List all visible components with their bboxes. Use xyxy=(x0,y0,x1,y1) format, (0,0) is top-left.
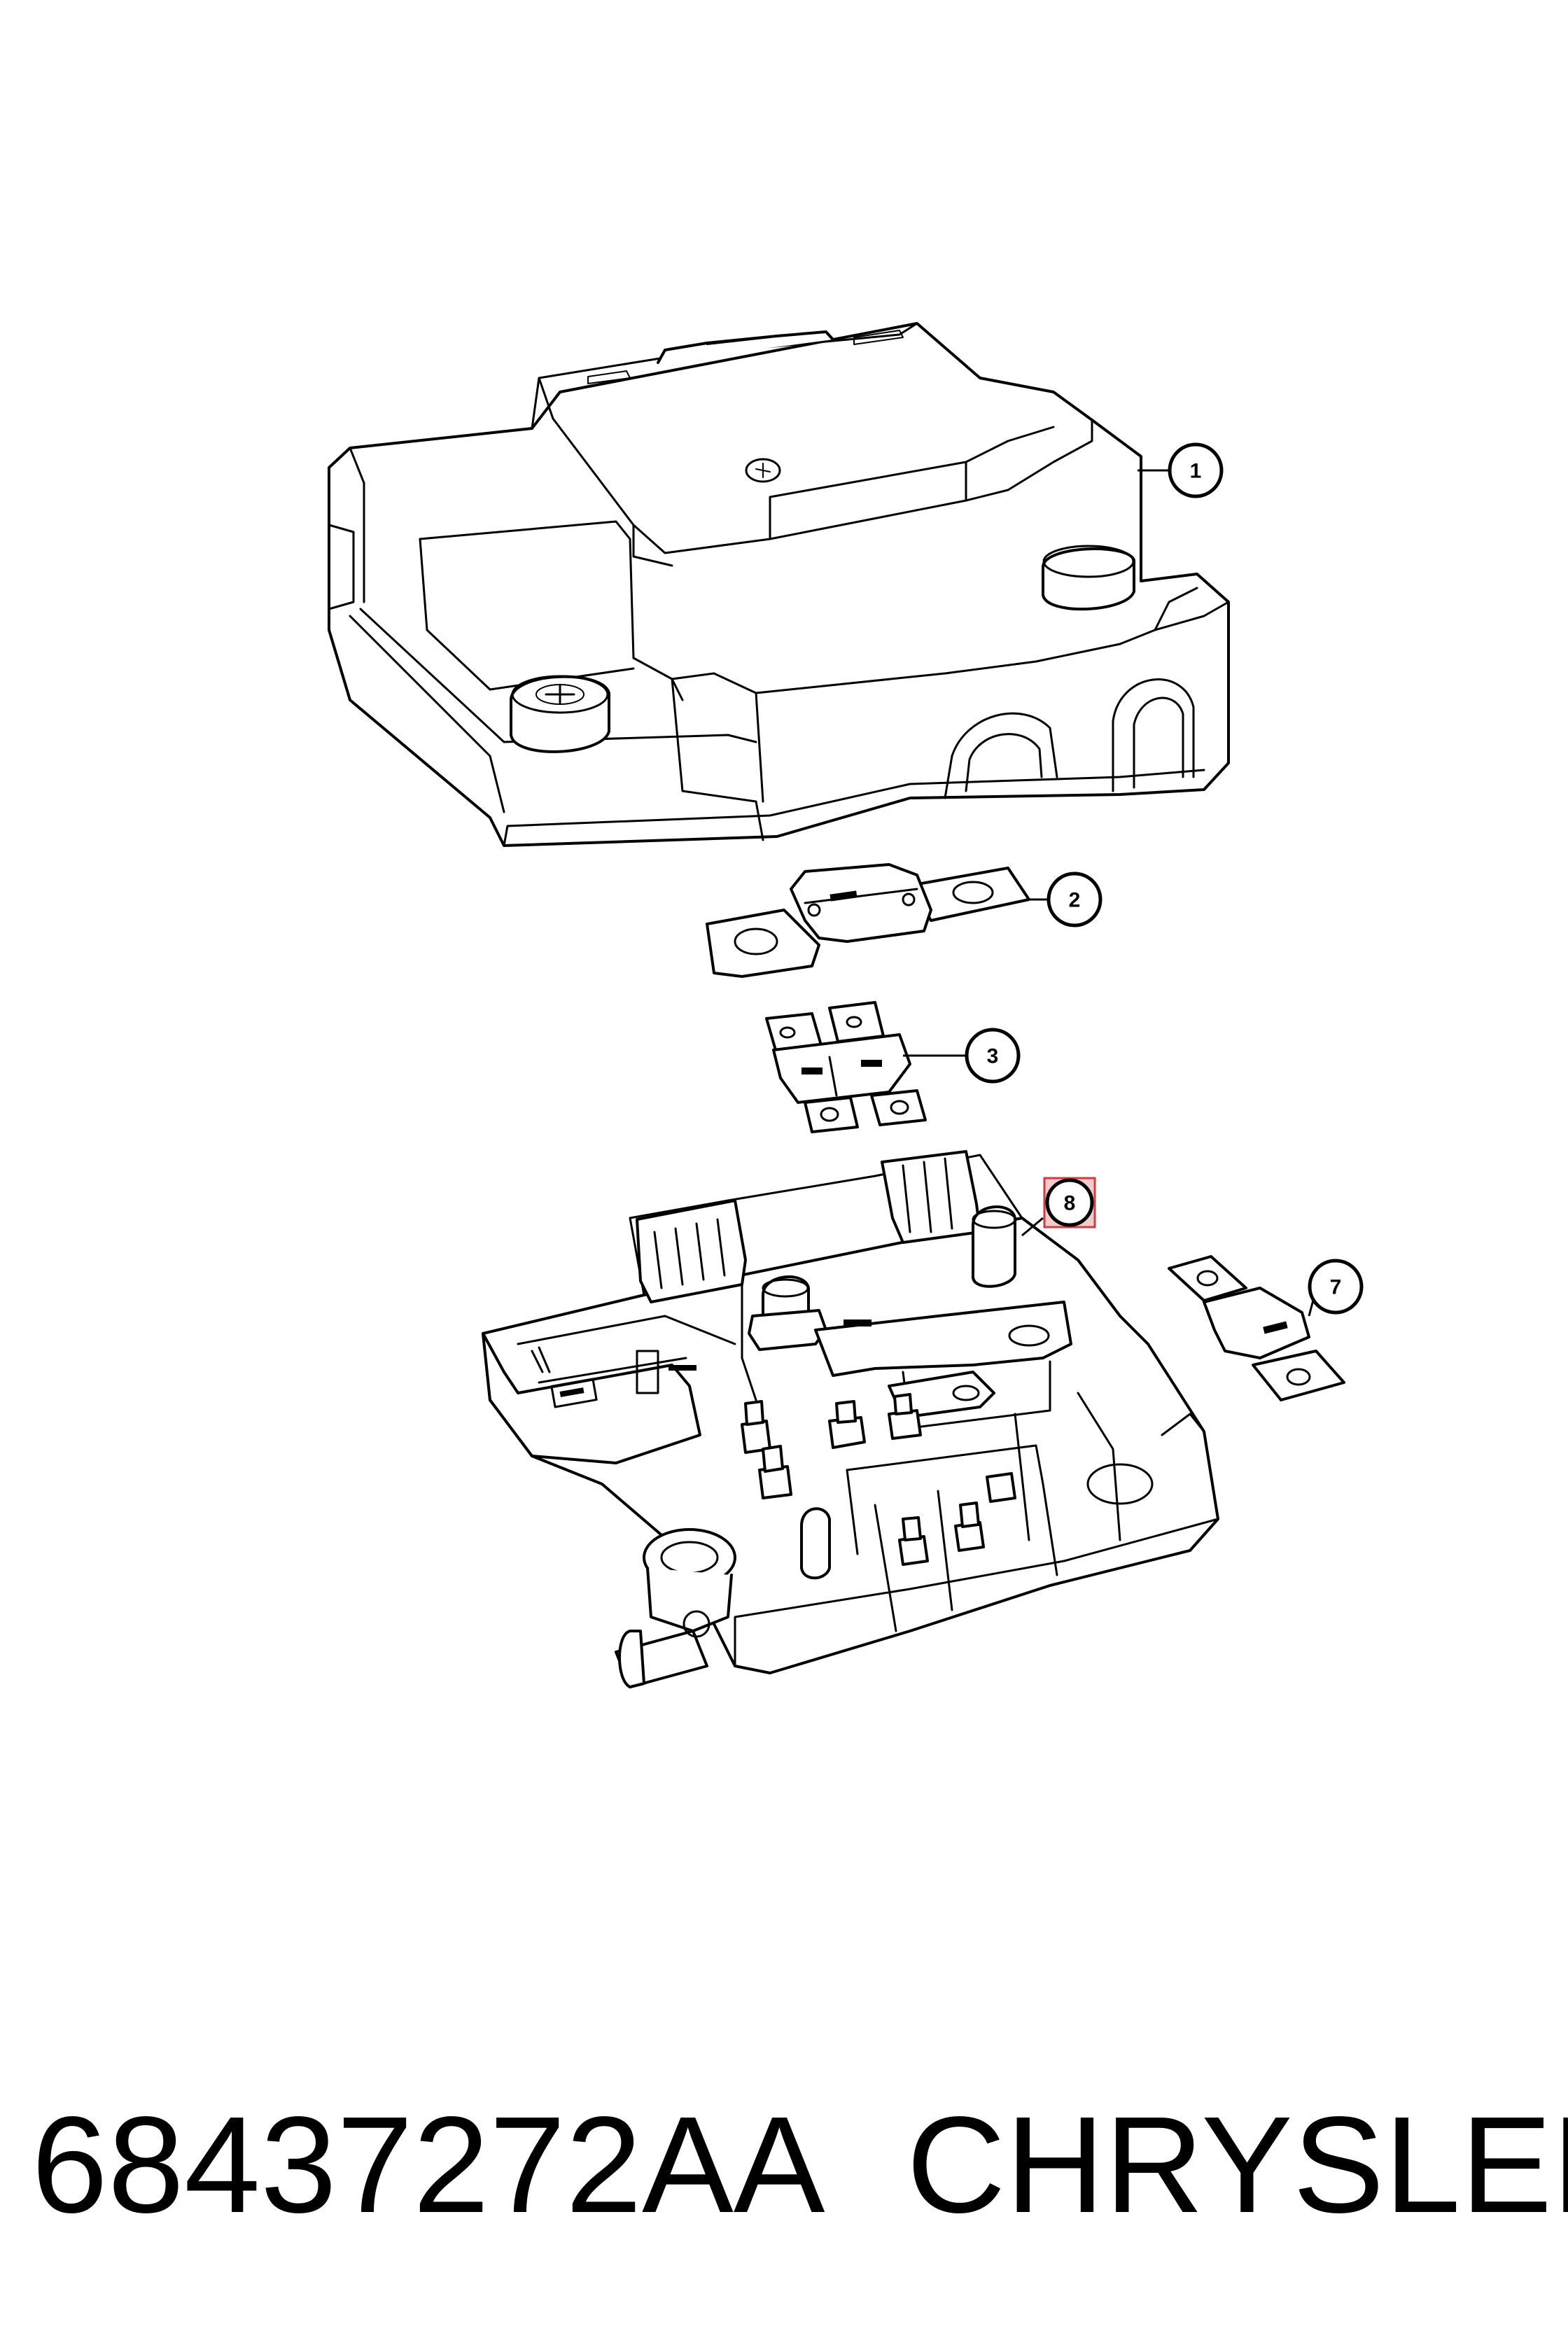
callout-2: 2 xyxy=(1029,872,1102,927)
callout-7: 7 xyxy=(1308,1259,1364,1317)
callout-2-circle xyxy=(1046,872,1102,927)
callout-3-circle xyxy=(965,1028,1021,1084)
callout-8: 8 xyxy=(1021,1177,1096,1237)
twin-fuse-part xyxy=(765,1001,927,1133)
callout-1-label: 1 xyxy=(1190,460,1202,483)
callout-1-circle xyxy=(1168,442,1224,498)
stud-group xyxy=(741,1393,1016,1580)
part-number: 68437272AA xyxy=(31,2088,825,2241)
terminal-clamp xyxy=(615,1528,736,1688)
distribution-base-part xyxy=(482,1150,1219,1688)
callout-3: 3 xyxy=(903,1028,1021,1084)
callout-7-label: 7 xyxy=(1330,1276,1342,1299)
callout-8-leader xyxy=(1021,1217,1044,1237)
fuse-part-7 xyxy=(1168,1255,1345,1401)
mega-fuse-part xyxy=(706,863,1030,978)
callout-2-label: 2 xyxy=(1069,889,1081,912)
callout-3-label: 3 xyxy=(987,1045,999,1068)
callout-8-label: 8 xyxy=(1064,1192,1076,1215)
brand-name: CHRYSLER xyxy=(906,2088,1568,2241)
callout-8-circle xyxy=(1045,1178,1094,1227)
callout-1: 1 xyxy=(1138,442,1224,498)
callout-7-circle xyxy=(1308,1259,1364,1315)
cover-part xyxy=(328,322,1230,847)
